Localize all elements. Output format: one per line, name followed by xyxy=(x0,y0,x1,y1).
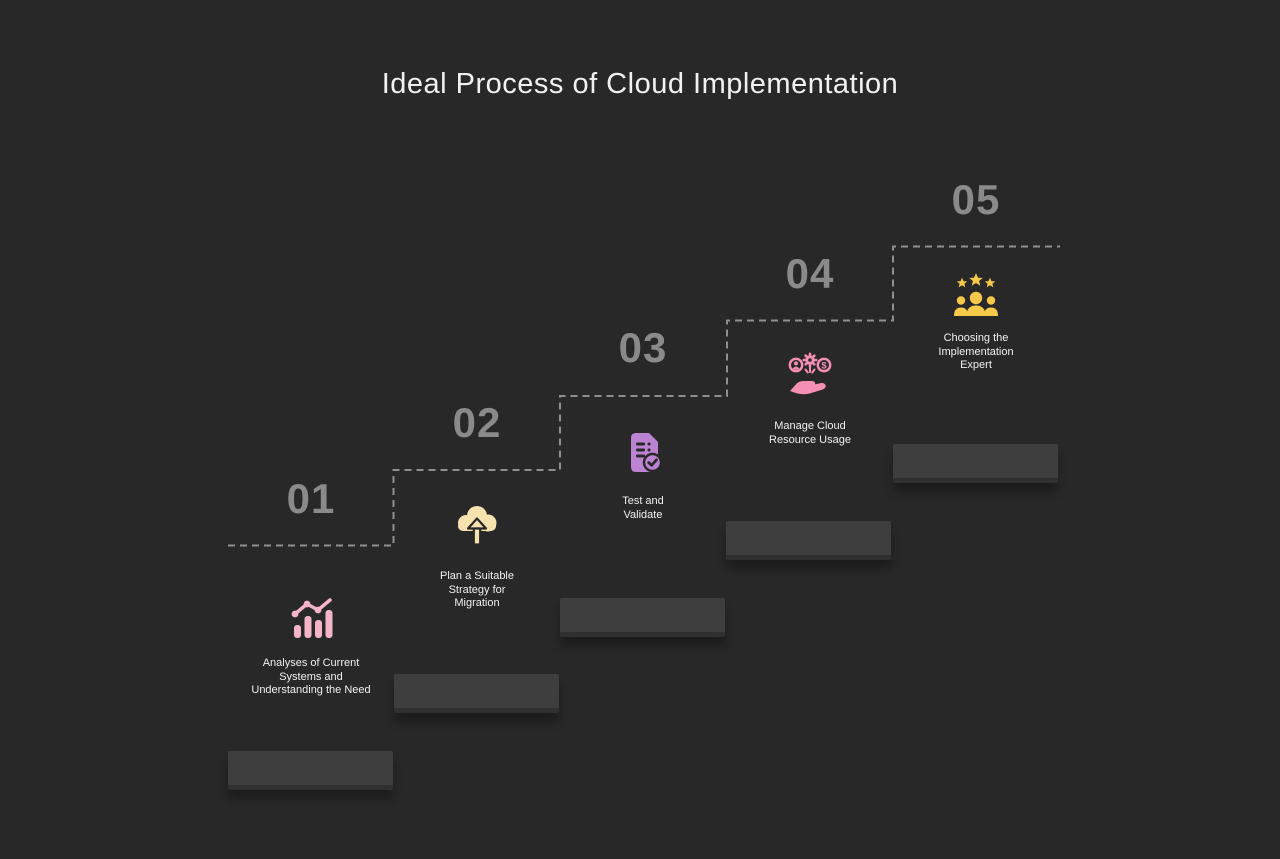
step-label-text: Analyses of Current Systems and Understa… xyxy=(251,657,371,696)
placeholder-bar-3 xyxy=(560,598,725,637)
placeholder-bar-2 xyxy=(394,674,559,713)
step-label-1: Analyses of Current Systems and Understa… xyxy=(228,657,394,698)
step-number-01: 01 xyxy=(286,475,336,522)
page-title: Ideal Process of Cloud Implementation xyxy=(381,68,899,100)
step-label-2: Plan a Suitable Strategy for Migration xyxy=(394,570,560,611)
cloud-upload-icon xyxy=(394,501,560,549)
placeholder-bar-5 xyxy=(893,444,1058,483)
placeholder-bar-1 xyxy=(228,751,393,790)
document-check-icon xyxy=(560,428,726,476)
team-stars-icon xyxy=(893,272,1059,320)
svg-text:$: $ xyxy=(821,360,827,371)
step-label-text: Choosing the Implementation Expert xyxy=(938,332,1014,371)
step-number-05: 05 xyxy=(951,176,1001,223)
step-number-04: 04 xyxy=(785,250,835,297)
step-label-text: Test and Validate xyxy=(622,495,664,521)
step-label-5: Choosing the Implementation Expert xyxy=(893,332,1059,373)
step-number-02: 02 xyxy=(452,399,502,446)
step-number-03: 03 xyxy=(618,324,668,371)
step-label-text: Plan a Suitable Strategy for Migration xyxy=(440,570,514,609)
step-label-3: Test and Validate xyxy=(560,495,726,522)
step-label-4: Manage Cloud Resource Usage xyxy=(727,420,893,447)
step-label-text: Manage Cloud Resource Usage xyxy=(769,420,851,446)
hand-resources-icon: $ xyxy=(727,351,893,399)
placeholder-bar-4 xyxy=(726,521,891,560)
bar-chart-trend-icon xyxy=(228,594,394,642)
